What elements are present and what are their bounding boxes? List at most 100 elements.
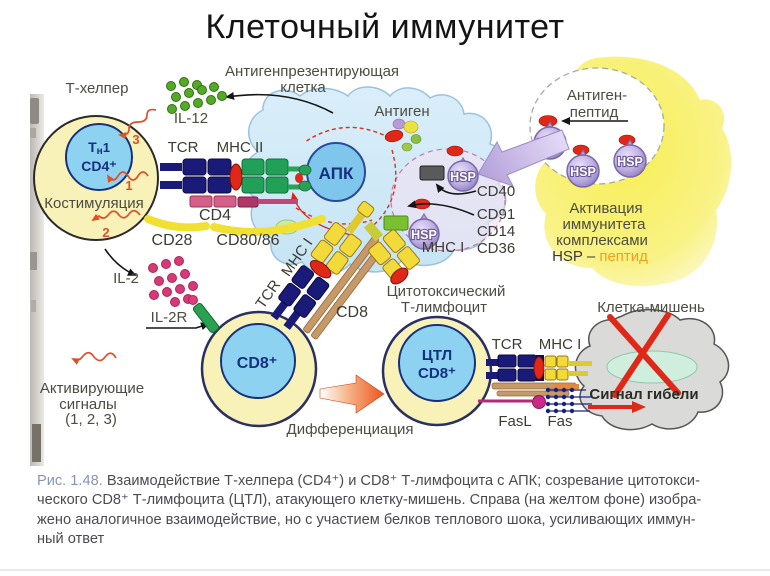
mhc1-stem: [568, 361, 592, 366]
fasl-head: [532, 395, 546, 409]
mhc1-label: MHC I: [422, 239, 465, 256]
cd8-coreceptor-label: CD8: [336, 304, 368, 321]
hsp-word: HSP –: [552, 248, 599, 265]
activation-text-1: Активация: [569, 200, 642, 217]
il2-secretion-arrow: [104, 248, 137, 276]
hsp-body: [447, 160, 479, 192]
death-cross: [607, 312, 681, 398]
cd4-coreceptor: [189, 195, 298, 208]
mhc1-stem: [363, 221, 384, 242]
mhc1-blocks: [310, 222, 362, 275]
th1-t: Т: [88, 139, 97, 155]
antigen-route-dashed-bottom: [295, 207, 373, 225]
hsp-activation-zone: Антиген- пептид HSP HSP H: [529, 56, 732, 287]
th1-h-sub: н: [97, 146, 103, 157]
caption-line-1: Рис. 1.48. Взаимодействие Т-хелпера (CD4…: [37, 472, 743, 491]
apc-nucleus-label: АПК: [319, 164, 354, 183]
th1-1: 1: [103, 140, 110, 155]
th-cd4-label: CD4⁺: [81, 158, 116, 174]
legend-text-1: Активирующие: [40, 380, 144, 397]
tcr-label: TCR: [168, 139, 199, 156]
mhc1-loading-complex: [363, 221, 420, 285]
signal-1-number: 1: [125, 178, 132, 193]
signal-2-number: 2: [102, 225, 109, 240]
cd91-receptor: [383, 215, 409, 231]
tcr-stem: [270, 301, 288, 321]
hsp-body: [408, 218, 440, 250]
cd40-receptor: [419, 165, 445, 181]
mhc1-blocks: [544, 355, 569, 381]
antigen-cluster: [384, 118, 422, 152]
tcr-blocks: [182, 158, 232, 194]
antigen-fragment: [403, 120, 419, 134]
il12-label: IL-12: [174, 110, 208, 127]
antigen-fragment: [401, 142, 413, 152]
cd28-label: CD28: [152, 232, 193, 249]
il2-molecules: [148, 256, 198, 307]
antigen-peptide-label-1: Антиген-: [567, 87, 627, 104]
tcr-stem: [486, 372, 498, 379]
mhc1-label: MHC I: [539, 336, 582, 353]
peptide-word: пептид: [599, 248, 648, 265]
figure-number: Рис. 1.48.: [37, 473, 103, 489]
caption-line-3: жено аналогичное взаимодействие, но с уч…: [37, 511, 696, 528]
cd80-86-label: CD80/86: [216, 232, 279, 249]
ctl-cd8-label: CD8⁺: [418, 365, 456, 382]
th-apc-synapse: TCR MHC II CD4 CD28 CD80/86: [144, 139, 326, 249]
activation-signal-squiggles: [91, 108, 157, 222]
il2-bound-molecule: [188, 295, 198, 305]
presented-peptide: [533, 356, 545, 380]
tcr-label: TCR: [492, 336, 523, 353]
signal-2-squiggle: [91, 209, 141, 222]
signal-3-number: 3: [132, 132, 139, 147]
antigen-peptide-label-2: пептид: [570, 104, 619, 121]
peptide-oval: [446, 145, 464, 157]
cd40-label: CD40: [477, 183, 515, 200]
antigen-label: Антиген: [374, 103, 429, 120]
antigen-fragment: [384, 129, 404, 143]
mhc1-stem: [345, 211, 366, 235]
apc-label-line1: Антигенпрезентирующая: [225, 63, 399, 80]
caption-line-2: ческого CD8⁺ Т-лимфоцита (ЦТЛ), атакующе…: [37, 492, 702, 509]
cd4-label: CD4: [199, 207, 231, 224]
legend-text-2: сигналы: [59, 396, 117, 413]
antigen-fragment: [410, 134, 422, 144]
antigen-route-dashed-top: [304, 126, 391, 143]
tcr-stem: [283, 310, 301, 330]
death-signal-arrowhead: [632, 401, 646, 413]
ctl-label: ЦТЛ: [422, 347, 452, 364]
cd91-label: CD91: [477, 206, 515, 223]
hsp-body: [613, 144, 647, 178]
fasl-label: FasL: [498, 413, 531, 430]
tcr-blocks: [497, 354, 537, 382]
differentiation-label: Дифференциация: [287, 421, 414, 438]
mhc2-label: MHC II: [217, 139, 264, 156]
tcr-stem: [160, 163, 182, 171]
slide-title: Клеточный иммунитет: [205, 8, 565, 46]
il2-receptor: [192, 303, 220, 333]
adhesion-bar: [553, 384, 579, 389]
mhc1-stem: [568, 371, 588, 376]
peptide-dot: [295, 173, 303, 183]
hsp-body: [566, 154, 600, 188]
hsp-label: HSP: [617, 155, 643, 169]
il12-molecules: [166, 77, 227, 114]
t-helper-nucleus: [65, 123, 133, 191]
activation-text-3: комплексами: [556, 232, 648, 249]
hsp-complex-c: HSP: [613, 134, 647, 178]
presented-peptide: [309, 260, 332, 279]
cd91-pointer-curve: [407, 200, 475, 216]
costimulation-label: Костимуляция: [44, 195, 143, 212]
cd8-cell-nucleus: [220, 323, 296, 399]
legend-text-3: (1, 2, 3): [65, 411, 117, 428]
mhc1-anchor: [357, 201, 375, 218]
cd8-cell-label: CD8⁺: [237, 355, 277, 372]
activating-signals-legend: Активирующие сигналы (1, 2, 3): [40, 351, 144, 428]
ctl-cell-nucleus: [398, 324, 476, 402]
cd28-membrane-arc: [144, 215, 210, 232]
cd40-pointer-curve: [435, 183, 477, 195]
cd4-rod: [258, 199, 298, 204]
death-signal-label: Сигнал гибели: [589, 386, 698, 403]
